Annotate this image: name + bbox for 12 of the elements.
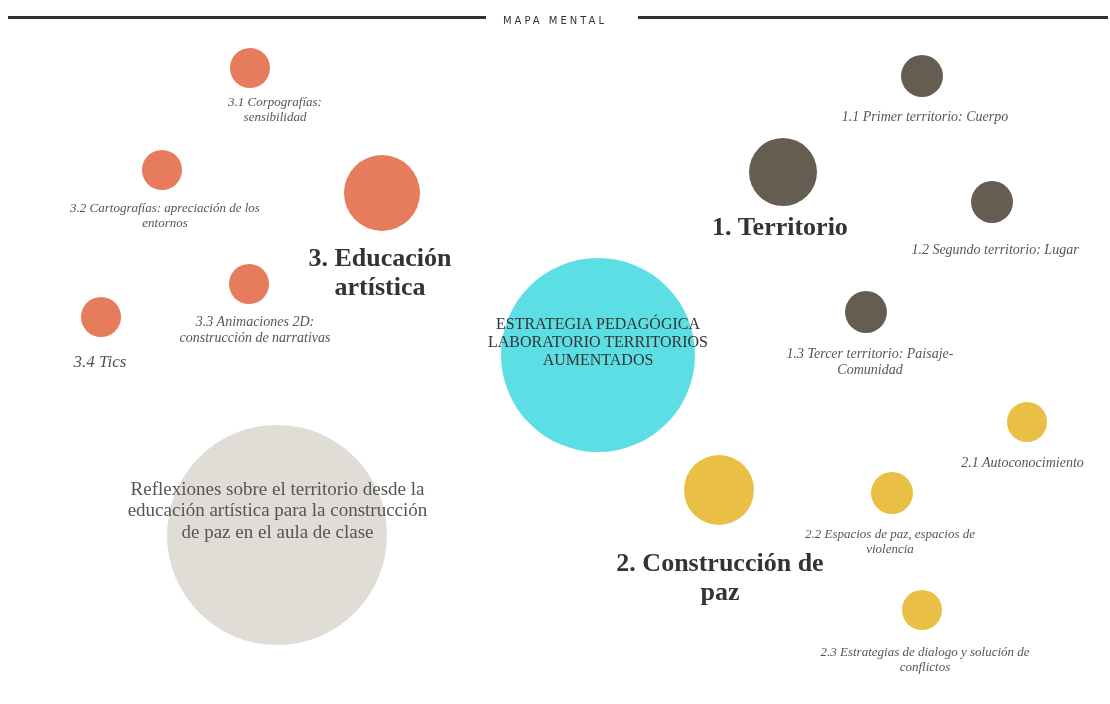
summary-text: Reflexiones sobre el territorio desde la educación artística para la construcción de paz en el aula de clase bbox=[126, 478, 429, 542]
item-label: 2.3 Estrategias de dialogo y solución de conflictos bbox=[819, 645, 1031, 675]
branch-heading: 3. Educación artística bbox=[307, 243, 453, 302]
item-label: 3.4 Tics bbox=[72, 352, 128, 372]
item-label: 3.1 Corpografías: sensibilidad bbox=[227, 95, 323, 125]
item-label: 1.2 Segundo territorio: Lugar bbox=[910, 242, 1080, 258]
item-label: 3.3 Animaciones 2D: construcción de narrativas bbox=[178, 314, 332, 346]
item-label: 3.2 Cartografías: apreciación de los entornos bbox=[69, 201, 261, 231]
item-label: 1.1 Primer territorio: Cuerpo bbox=[840, 109, 1010, 125]
branch-heading: 1. Territorio bbox=[711, 212, 849, 242]
item-label: 1.3 Tercer territorio: Paisaje- Comunidad bbox=[785, 346, 955, 378]
item-label: 2.1 Autoconocimiento bbox=[960, 455, 1085, 471]
